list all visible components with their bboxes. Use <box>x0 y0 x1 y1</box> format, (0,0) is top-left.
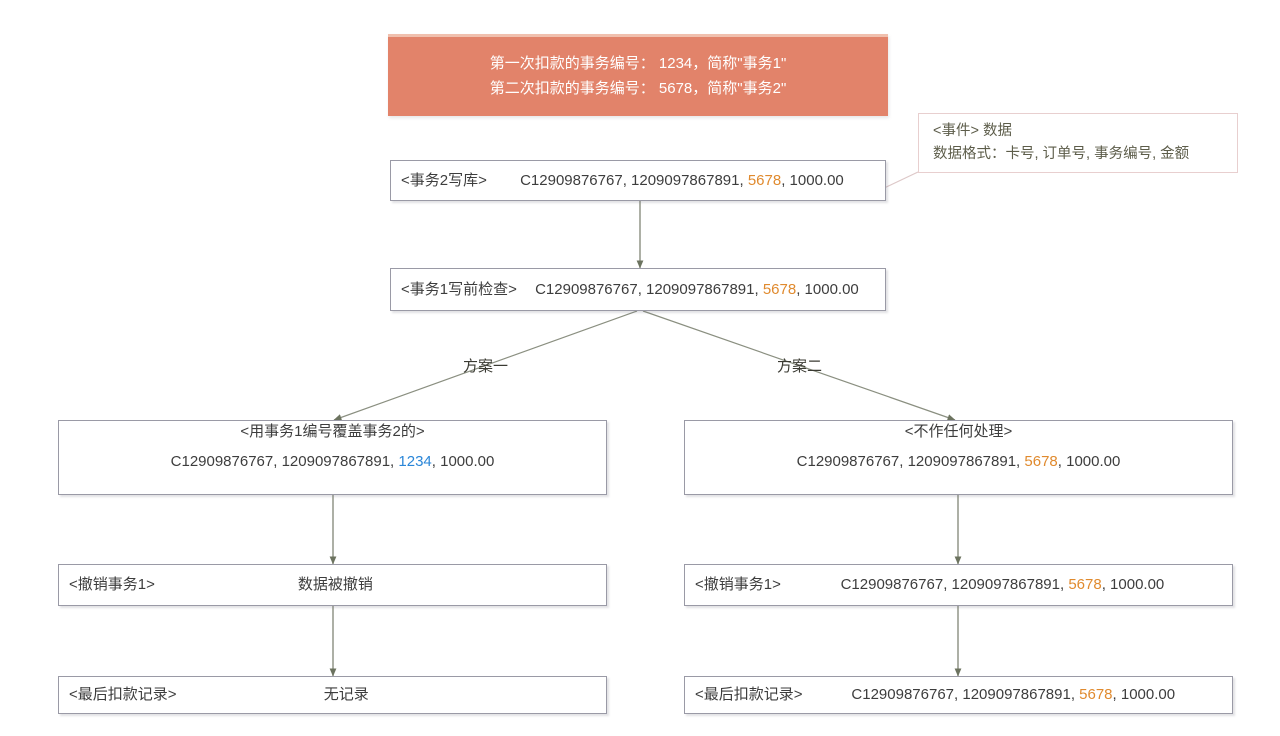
order-number: 1209097867891 <box>962 686 1071 704</box>
separator: , <box>943 576 952 594</box>
card-number: C12909876767 <box>520 171 623 189</box>
node-write-transaction2-payload: C12909876767, 1209097867891, 5678, 1000.… <box>487 170 885 192</box>
node-left-option-overwrite[interactable]: <用事务1编号覆盖事务2的> C12909876767, 12090978678… <box>58 420 607 495</box>
separator: , <box>1070 686 1080 704</box>
order-number: 1209097867891 <box>951 576 1060 594</box>
separator: , <box>954 686 963 704</box>
order-number: 1209097867891 <box>907 452 1017 470</box>
node-right-final-payload: C12909876767, 1209097867891, 5678, 1000.… <box>803 684 1232 706</box>
amount: 1000.00 <box>440 452 495 470</box>
transaction-id: 5678 <box>762 280 797 298</box>
node-left-rollback-tag: <撤销事务1> <box>69 576 155 594</box>
separator: , <box>431 452 441 470</box>
separator: , <box>390 452 399 470</box>
amount: 1000.00 <box>804 280 859 298</box>
amount: 1000.00 <box>1066 452 1121 470</box>
card-number: C12909876767 <box>840 576 944 594</box>
amount: 1000.00 <box>789 171 844 189</box>
node-left-option-title: <用事务1编号覆盖事务2的> <box>240 423 425 440</box>
separator: , <box>754 280 763 298</box>
event-data-callout: <事件> 数据 数据格式：卡号, 订单号, 事务编号, 金额 <box>918 113 1238 173</box>
separator: , <box>637 280 647 298</box>
transaction-id: 1234 <box>398 452 432 470</box>
node-left-rollback-payload: 数据被撤销 <box>297 576 373 594</box>
node-precheck-transaction1-payload: C12909876767, 1209097867891, 5678, 1000.… <box>517 279 885 301</box>
transaction-id: 5678 <box>1068 576 1102 594</box>
node-precheck-transaction1-tag: <事务1写前检查> <box>401 280 517 298</box>
node-right-option-no-action[interactable]: <不作任何处理> C12909876767, 1209097867891, 56… <box>684 420 1233 495</box>
separator: , <box>622 171 632 189</box>
separator: , <box>796 280 805 298</box>
branch-label-option-one: 方案一 <box>463 358 509 375</box>
order-number: 1209097867891 <box>281 452 391 470</box>
amount: 1000.00 <box>1120 686 1176 704</box>
card-number: C12909876767 <box>796 452 900 470</box>
separator: , <box>739 171 748 189</box>
transaction-id: 5678 <box>747 171 782 189</box>
node-right-final-record[interactable]: <最后扣款记录> C12909876767, 1209097867891, 56… <box>684 676 1233 714</box>
card-number: C12909876767 <box>535 280 638 298</box>
node-left-option-payload: C12909876767, 1209097867891, 1234, 1000.… <box>171 451 495 494</box>
node-right-rollback-tag: <撤销事务1> <box>695 576 781 594</box>
order-number: 1209097867891 <box>646 280 755 298</box>
node-right-option-payload: C12909876767, 1209097867891, 5678, 1000.… <box>797 451 1121 494</box>
banner-line-1: 第一次扣款的事务编号： 1234，简称"事务1" <box>489 54 787 72</box>
transaction-id: 5678 <box>1079 686 1113 704</box>
branch-label-option-two: 方案二 <box>777 358 823 375</box>
separator: , <box>1112 686 1121 704</box>
node-left-rollback-transaction1[interactable]: <撤销事务1> 数据被撤销 <box>58 564 607 606</box>
separator: , <box>1101 576 1111 594</box>
separator: , <box>899 452 908 470</box>
node-right-rollback-transaction1[interactable]: <撤销事务1> C12909876767, 1209097867891, 567… <box>684 564 1233 606</box>
banner-line-2: 第二次扣款的事务编号： 5678，简称"事务2" <box>489 79 787 97</box>
node-write-transaction2[interactable]: <事务2写库> C12909876767, 1209097867891, 567… <box>390 160 886 201</box>
card-number: C12909876767 <box>851 686 955 704</box>
callout-line-1: <事件> 数据 <box>933 122 1012 139</box>
node-left-final-record[interactable]: <最后扣款记录> 无记录 <box>58 676 607 714</box>
card-number: C12909876767 <box>170 452 274 470</box>
node-left-final-tag: <最后扣款记录> <box>69 686 177 704</box>
order-number: 1209097867891 <box>631 171 740 189</box>
node-right-final-tag: <最后扣款记录> <box>695 686 803 704</box>
separator: , <box>781 171 790 189</box>
separator: , <box>1016 452 1025 470</box>
separator: , <box>1057 452 1067 470</box>
callout-line-2: 数据格式：卡号, 订单号, 事务编号, 金额 <box>933 146 1190 162</box>
node-right-option-title: <不作任何处理> <box>904 423 1013 440</box>
node-right-rollback-payload: C12909876767, 1209097867891, 5678, 1000.… <box>781 574 1232 596</box>
node-left-final-payload: 无记录 <box>323 686 369 704</box>
node-write-transaction2-tag: <事务2写库> <box>401 171 487 189</box>
amount: 1000.00 <box>1110 576 1165 594</box>
header-banner: 第一次扣款的事务编号： 1234，简称"事务1" 第二次扣款的事务编号： 567… <box>388 34 888 116</box>
node-precheck-transaction1[interactable]: <事务1写前检查> C12909876767, 1209097867891, 5… <box>390 268 886 311</box>
separator: , <box>1059 576 1069 594</box>
transaction-id: 5678 <box>1024 452 1058 470</box>
separator: , <box>273 452 282 470</box>
